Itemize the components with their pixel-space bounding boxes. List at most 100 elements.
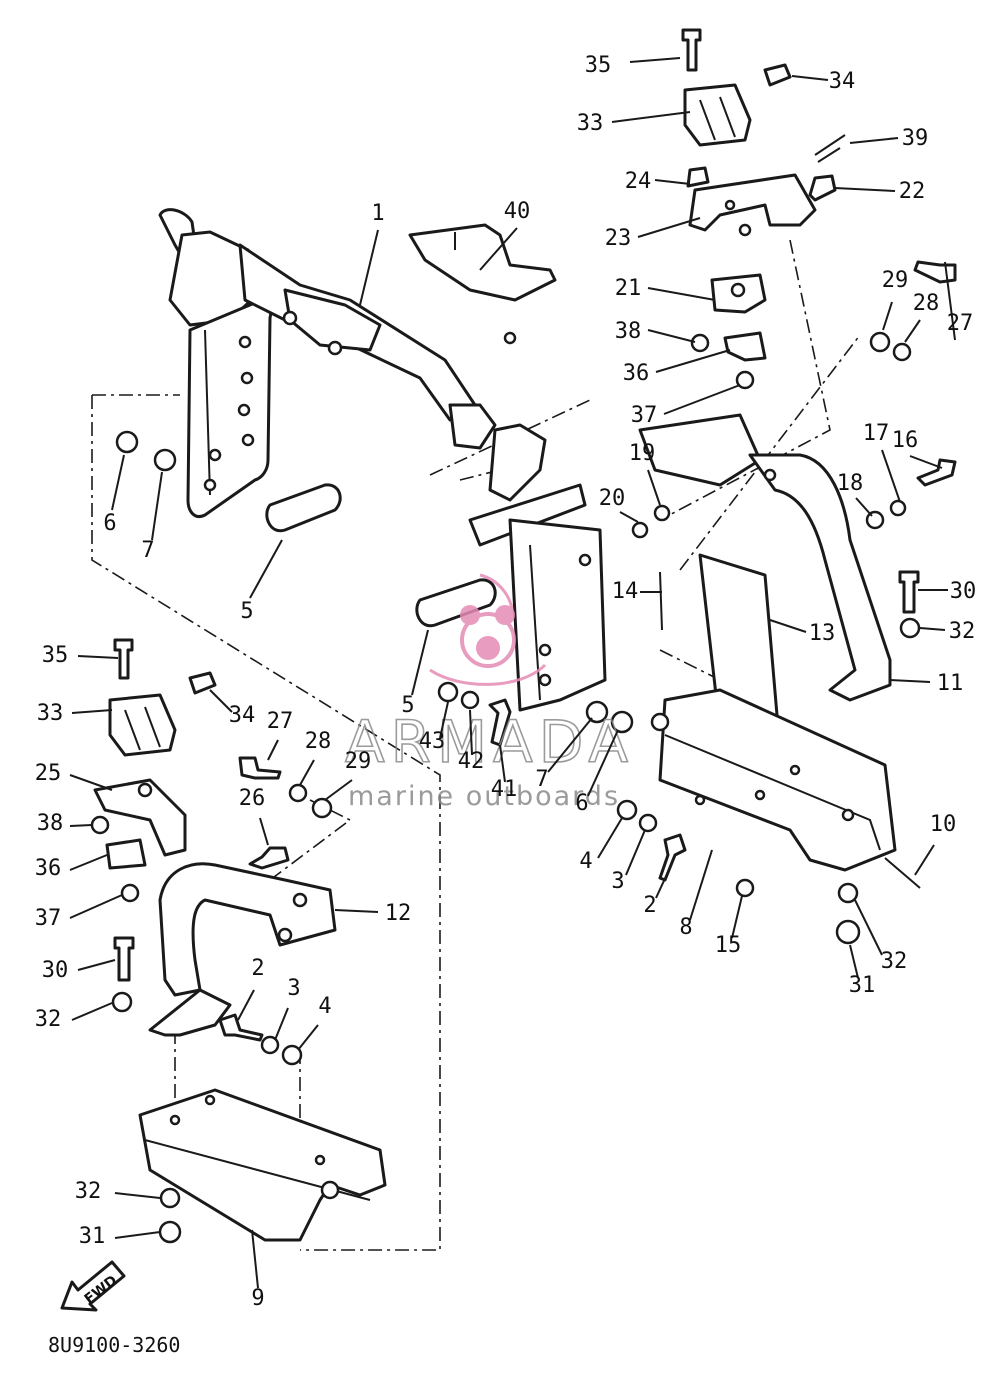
washer-32-lower — [837, 882, 859, 904]
leader-line-c4b — [297, 1024, 319, 1051]
leader-line-c39 — [849, 137, 899, 144]
leader-line-c2a — [655, 871, 669, 899]
callout-label-c27a: 27 — [947, 311, 974, 336]
washer-32-left — [111, 991, 133, 1013]
leader-line-c17 — [881, 449, 901, 503]
leader-line-c35b — [77, 655, 119, 659]
callout-label-c29b: 29 — [345, 749, 372, 774]
callout-label-c4a: 4 — [579, 849, 592, 874]
leader-line-c37b — [69, 894, 123, 919]
callout-label-c36b: 36 — [35, 856, 62, 881]
part-21-bracket — [710, 273, 767, 314]
callout-label-c6a: 6 — [103, 511, 116, 536]
leader-line-c2b — [237, 989, 255, 1021]
callout-label-c23: 23 — [605, 226, 632, 251]
fwd-arrow-icon: FWD — [60, 1260, 126, 1312]
leader-line-c27b — [267, 739, 279, 761]
callout-label-c36a: 36 — [623, 361, 650, 386]
washer-3-right — [638, 813, 658, 833]
callout-label-c5b: 5 — [401, 693, 414, 718]
callout-label-c15: 15 — [715, 933, 742, 958]
leader-line-c1 — [359, 229, 379, 306]
callout-label-c9: 9 — [251, 1286, 264, 1311]
leader-line-c12 — [334, 909, 379, 913]
callout-label-c17: 17 — [863, 421, 890, 446]
callout-label-c11: 11 — [937, 671, 964, 696]
callout-label-c6b: 6 — [575, 791, 588, 816]
bolt-2-left — [218, 1013, 264, 1042]
leader-line-c33a — [611, 111, 691, 123]
nut-31-right — [835, 919, 861, 945]
bolt-27-left — [238, 756, 282, 780]
leader-line-c27a — [944, 261, 956, 341]
bolt-26 — [248, 846, 290, 870]
bolt-24 — [686, 166, 710, 188]
callout-label-c10: 10 — [930, 812, 957, 837]
callout-label-c32a: 32 — [949, 619, 976, 644]
leader-line-c43 — [439, 701, 449, 739]
pin-10 — [884, 857, 921, 889]
washer-4-left — [281, 1044, 303, 1066]
pin-39 — [814, 134, 846, 163]
callout-label-c18: 18 — [837, 471, 864, 496]
callout-label-c25: 25 — [35, 761, 62, 786]
callout-label-c16: 16 — [892, 428, 919, 453]
leader-line-c29a — [882, 301, 893, 331]
callout-label-c33a: 33 — [577, 111, 604, 136]
bolt-16 — [916, 458, 957, 487]
part-9-left-base — [138, 1088, 387, 1242]
clip-36-left — [105, 838, 147, 870]
leader-line-c3b — [274, 1007, 289, 1041]
leader-line-c16 — [909, 455, 943, 469]
leader-line-c8 — [689, 849, 713, 921]
link-5-a — [265, 483, 342, 533]
washer-3-left — [260, 1035, 280, 1055]
leader-line-c42 — [469, 709, 473, 756]
clip-36-right — [723, 331, 767, 362]
leader-line-c23 — [637, 217, 701, 238]
part-33-clamp-left — [108, 693, 177, 757]
callout-label-c3a: 3 — [611, 869, 624, 894]
leader-line-c6a — [111, 454, 125, 511]
callout-label-c27b: 27 — [267, 709, 294, 734]
hardware-parts — [90, 28, 957, 1244]
leader-line-c21 — [647, 287, 716, 301]
washer-29-right — [869, 331, 891, 353]
leader-line-c41 — [499, 744, 506, 783]
leader-line-c22 — [834, 187, 896, 192]
callout-label-c14: 14 — [612, 579, 639, 604]
leader-line-c36b — [69, 854, 108, 871]
pin-14 — [659, 571, 663, 631]
leader-line-c4a — [597, 817, 623, 859]
callout-label-c30a: 30 — [950, 579, 977, 604]
leader-line-c34b — [209, 689, 233, 713]
washer-17 — [889, 499, 907, 517]
callout-label-c37a: 37 — [631, 403, 658, 428]
bolt-27-right — [913, 260, 957, 284]
leader-line-c5b — [411, 629, 429, 696]
leader-line-c5a — [249, 539, 283, 599]
washer-19 — [653, 504, 671, 522]
part-8-right-base — [650, 688, 897, 872]
callout-label-c26: 26 — [239, 786, 266, 811]
callout-label-c35a: 35 — [585, 53, 612, 78]
callout-label-c32b: 32 — [881, 949, 908, 974]
leader-line-c30b — [77, 959, 116, 971]
nut-6-b — [610, 710, 634, 734]
leader-line-c6b — [587, 729, 619, 797]
leader-line-c11 — [889, 679, 931, 683]
part-1-frame-bracket — [158, 208, 607, 712]
callout-label-c28a: 28 — [913, 291, 940, 316]
leader-line-c38b — [69, 824, 93, 827]
leader-line-c7b — [547, 717, 593, 773]
callout-label-c22: 22 — [899, 179, 926, 204]
callout-label-c35b: 35 — [42, 643, 69, 668]
leader-line-c15 — [731, 895, 743, 939]
callout-label-c4b: 4 — [318, 994, 331, 1019]
callout-label-c7b: 7 — [535, 767, 548, 792]
callout-label-c34a: 34 — [829, 69, 856, 94]
leader-line-c13 — [769, 619, 807, 633]
callout-label-c38b: 38 — [37, 811, 64, 836]
